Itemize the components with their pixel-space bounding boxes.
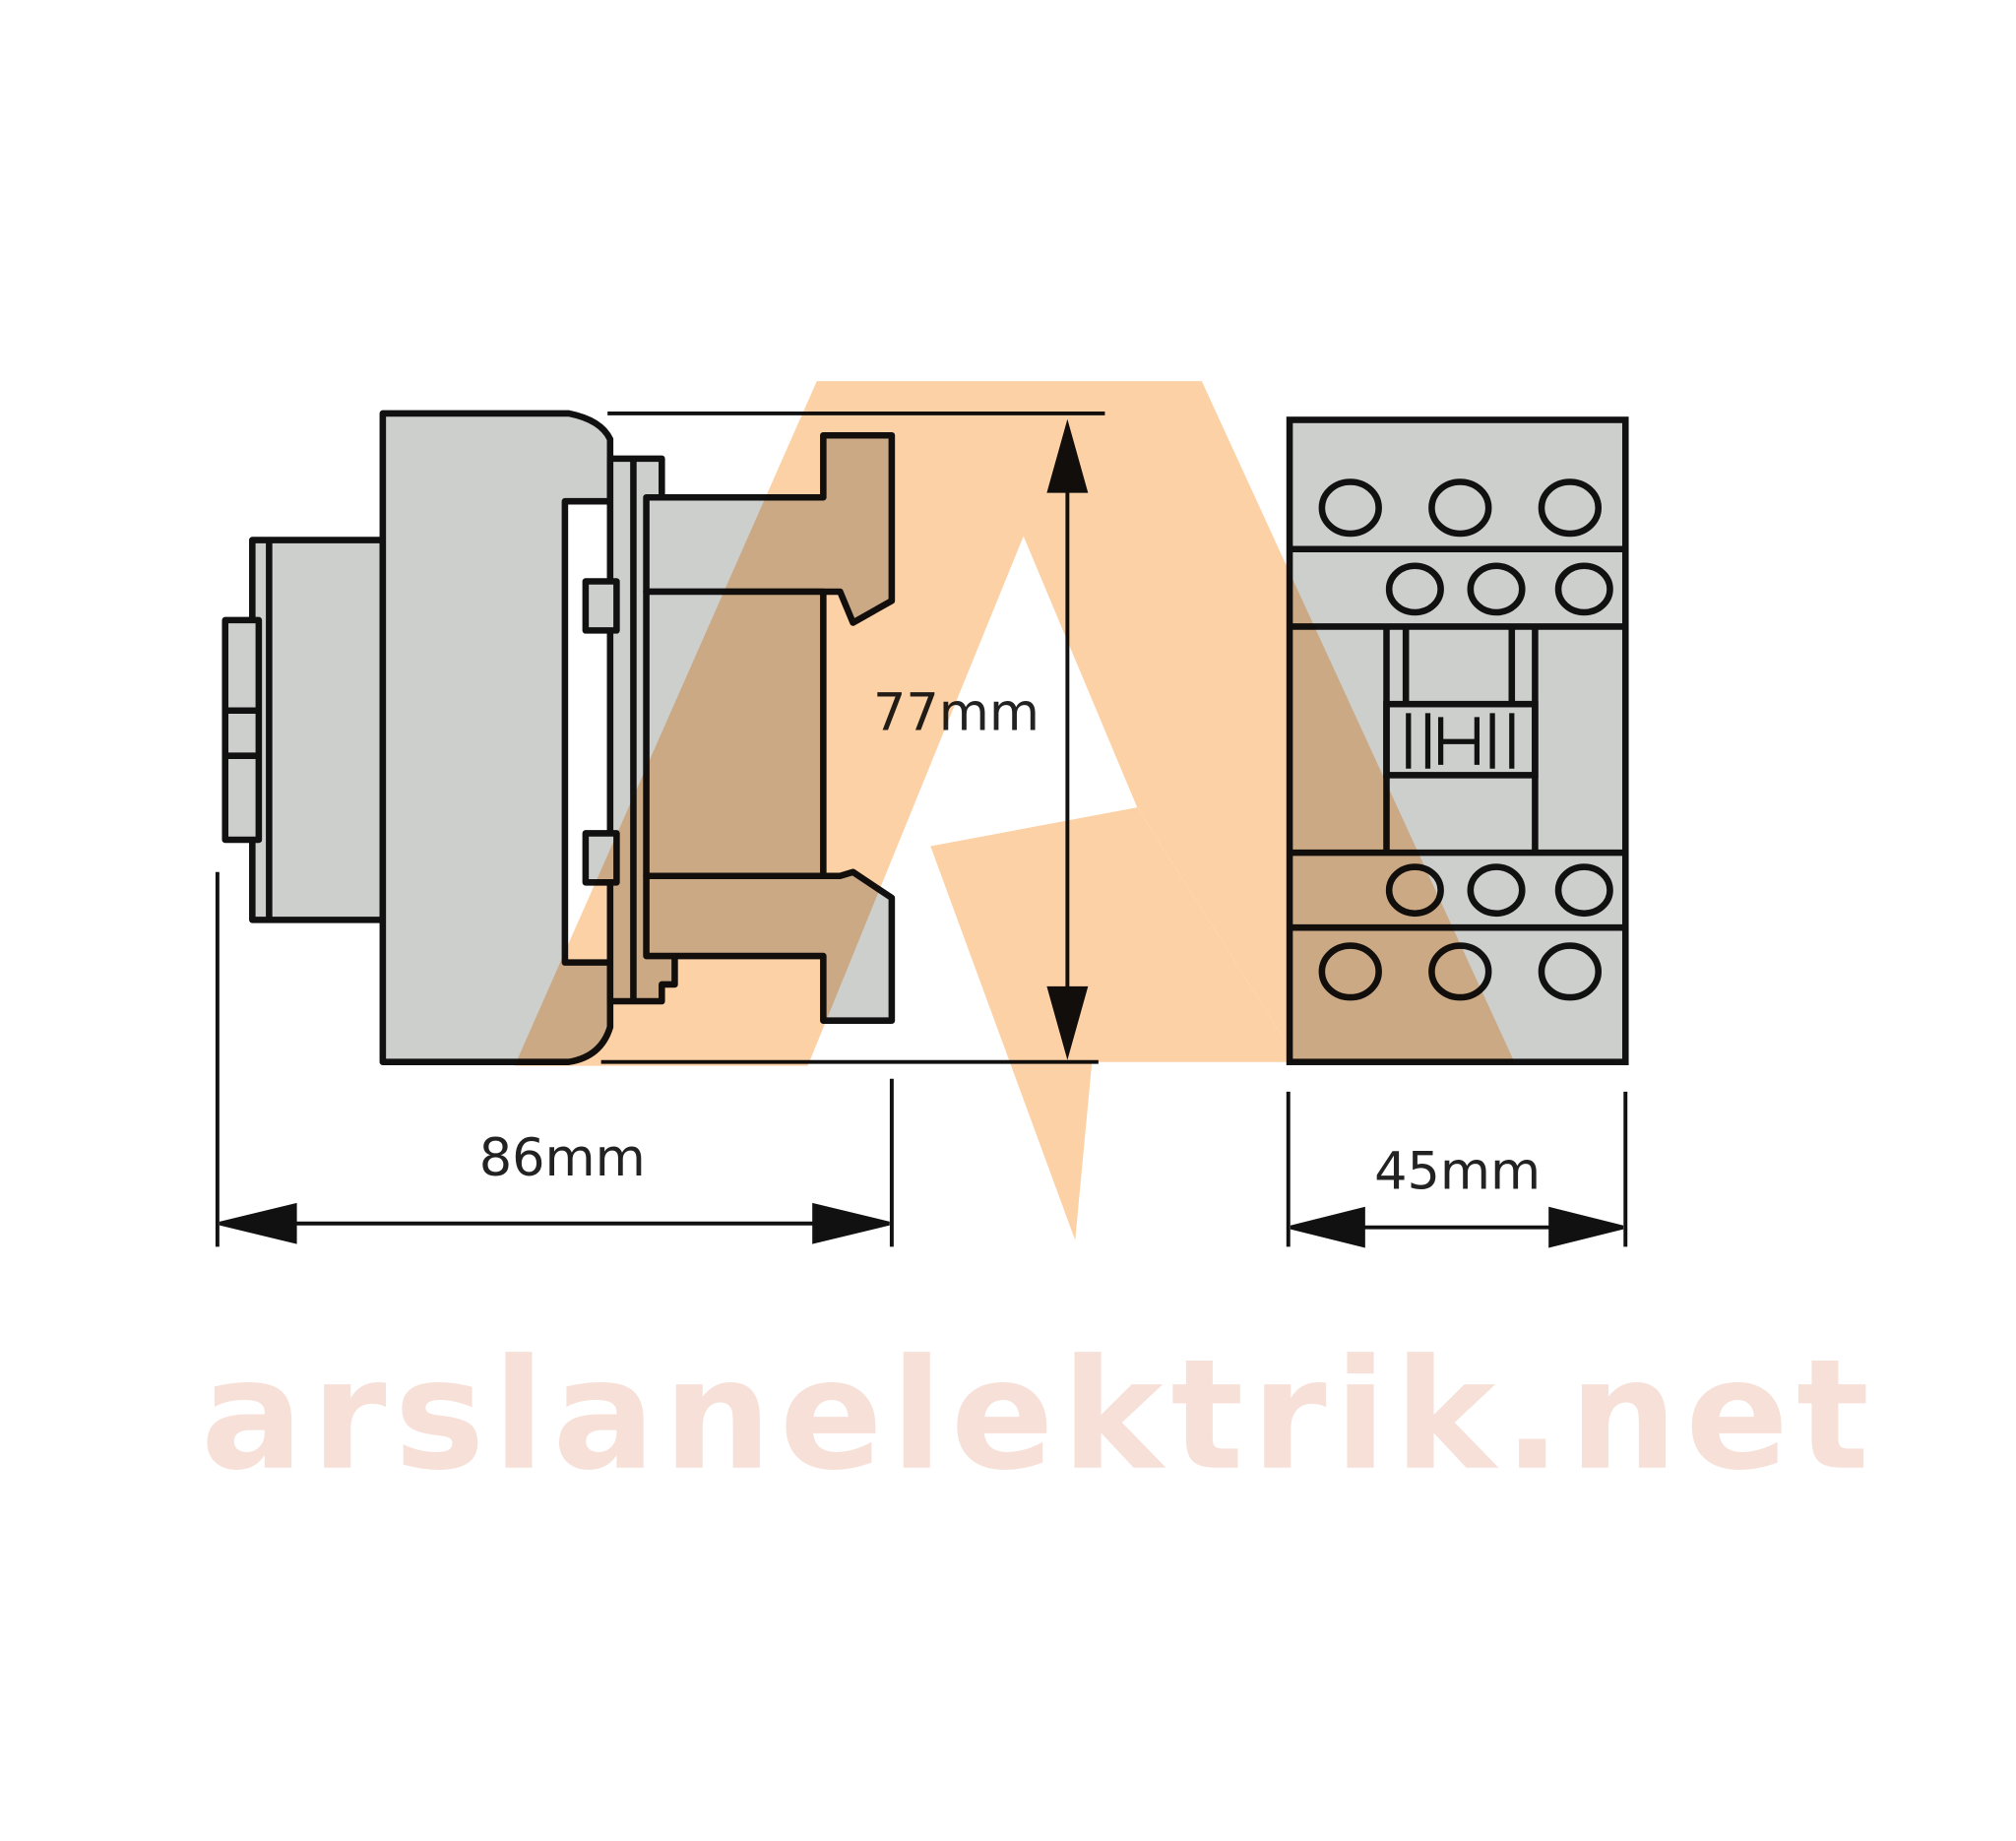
- arrow-left-icon: [220, 1202, 297, 1244]
- depth-dimension-label: 86mm: [479, 1128, 646, 1188]
- width-dimension-label: 45mm: [1374, 1141, 1541, 1201]
- arrow-right-icon: [1548, 1206, 1624, 1248]
- rear-tab: [221, 616, 263, 844]
- arrow-left-icon: [1290, 1206, 1365, 1248]
- indicator-window: [1406, 713, 1515, 769]
- watermark-text: arslanelektrik.net: [201, 1326, 1877, 1504]
- arrow-right-icon: [812, 1202, 890, 1244]
- watermark-logo: [514, 381, 1515, 1240]
